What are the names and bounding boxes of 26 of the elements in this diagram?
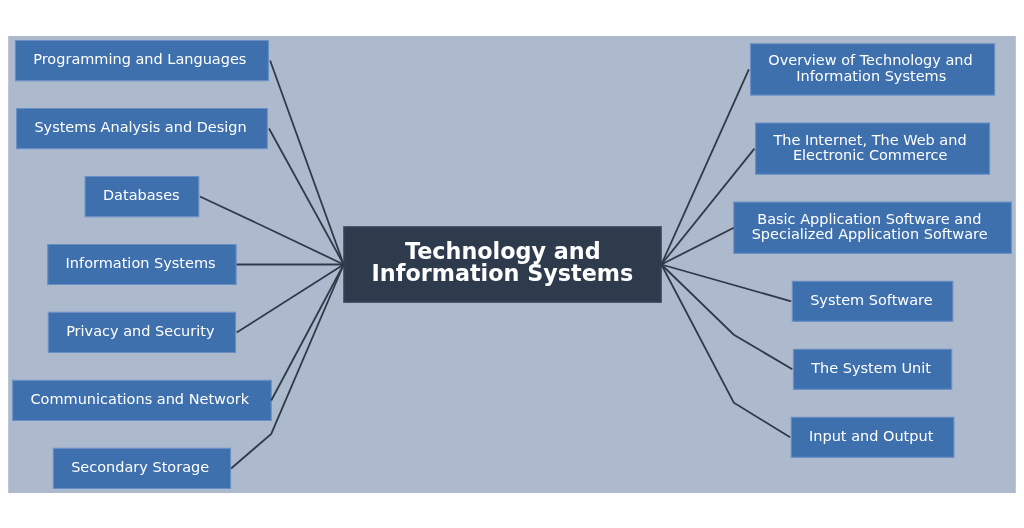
node-box: The System Unit	[792, 348, 953, 390]
node-box: Basic Application Software and Specialized Application Software	[733, 201, 1012, 254]
connector	[660, 68, 750, 265]
node-box: Input and Output	[790, 416, 955, 458]
node-box: Information Systems	[47, 243, 237, 285]
node-box: Overview of Technology and Information Systems	[749, 42, 996, 96]
node-box: System Software	[791, 280, 954, 322]
node-box: Communications and Network	[12, 379, 272, 421]
connector	[199, 195, 345, 265]
node-box: The Internet, The Web and Electronic Commerce	[755, 121, 991, 175]
connector	[269, 59, 345, 265]
connector	[235, 263, 345, 265]
connector	[660, 263, 791, 438]
node-box: Programming and Languages	[14, 39, 269, 81]
connector	[660, 263, 793, 302]
node-box: Secondary Storage	[52, 447, 232, 489]
node-box: Systems Analysis and Design	[16, 107, 268, 149]
connector	[660, 226, 735, 265]
connector	[660, 147, 756, 265]
connector	[235, 263, 345, 333]
node-box: Databases	[84, 175, 200, 217]
node-box: Privacy and Security	[47, 311, 237, 353]
connector	[660, 263, 794, 370]
connector	[230, 263, 345, 469]
node-box: Technology and Information Systems	[343, 225, 662, 303]
connector	[268, 127, 345, 265]
